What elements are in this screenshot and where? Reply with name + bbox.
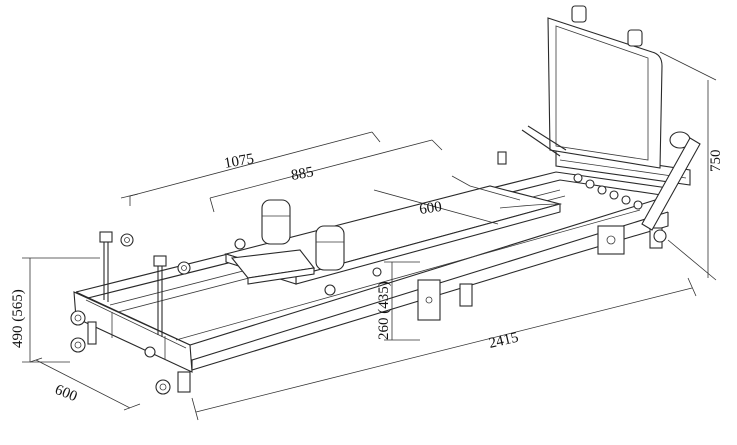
dim-label-1075: 1075 — [223, 151, 255, 172]
dim-label-260-435: 260 (435) — [376, 281, 392, 340]
reformer-frame — [73, 171, 669, 373]
dim-label-885: 885 — [290, 164, 315, 184]
dim-label-750: 750 — [708, 150, 724, 173]
dim-label-width-600: 600 — [53, 382, 80, 405]
frame-wheels — [70, 227, 667, 395]
carriage — [223, 175, 563, 296]
dimension-lines — [22, 51, 717, 421]
dim-label-carriage-600: 600 — [418, 199, 443, 218]
dim-label-2415: 2415 — [487, 330, 520, 352]
rope-posts — [99, 231, 191, 337]
tower-board — [497, 5, 701, 231]
spring-bar — [417, 149, 691, 321]
dim-label-490-565: 490 (565) — [10, 289, 26, 348]
